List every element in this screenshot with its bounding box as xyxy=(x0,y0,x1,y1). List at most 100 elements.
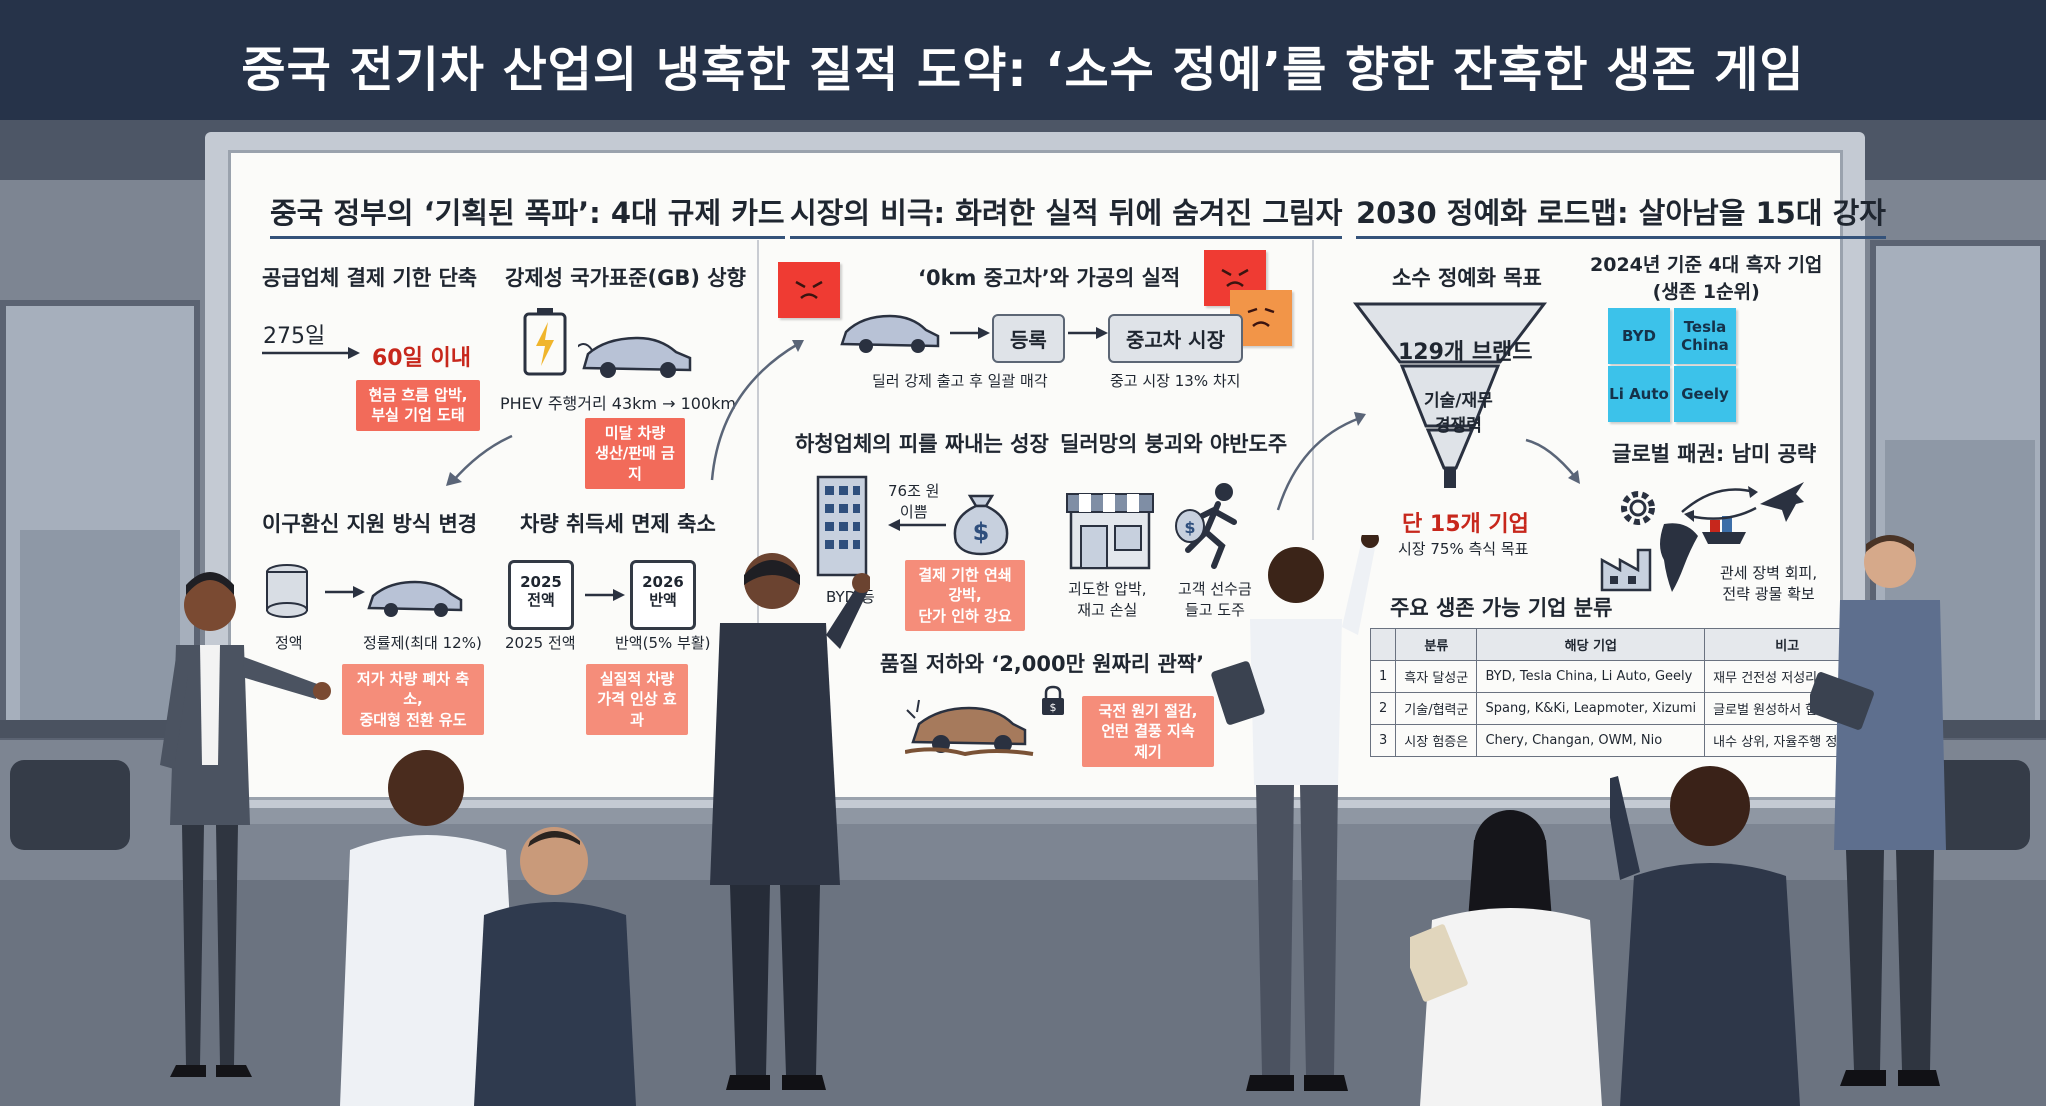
payment-from: 275일 xyxy=(263,324,326,349)
svg-text:$: $ xyxy=(973,518,990,546)
funnel-mid-line1: 기술/재무 xyxy=(1424,391,1493,411)
zero-km-caption-right: 중고 시장 13% 차지 xyxy=(1110,372,1241,390)
left-skyline xyxy=(20,530,180,730)
gb-note-line1: 미달 차량 xyxy=(604,424,666,442)
calendar-2025-label: 전액 xyxy=(527,591,555,609)
subsidy-arrow xyxy=(325,586,365,598)
calendar-2026: 2026 반액 xyxy=(630,560,696,630)
factory-icon xyxy=(1600,548,1652,592)
tax-arrow xyxy=(585,589,625,601)
funnel-icon xyxy=(1352,302,1548,488)
gb-title: 강제성 국가표준(GB) 상향 xyxy=(505,266,746,290)
table-cell: 기술/협력군 xyxy=(1395,692,1478,725)
lock-icon: $ xyxy=(1042,685,1064,715)
right-section-title: 2030 정예화 로드맵: 살아남을 15대 강자 xyxy=(1356,190,1886,239)
south-america-map-icon xyxy=(1660,523,1698,592)
dealer-caption-right-line1: 고객 선수금 xyxy=(1178,580,1252,598)
subsidy-right-label: 정률제(최대 12%) xyxy=(363,634,482,652)
global-title: 글로벌 패권: 남미 공략 xyxy=(1612,442,1817,466)
table-row: 3 시장 험증은 Chery, Changan, OWM, Nio 내수 상위,… xyxy=(1369,724,1871,757)
table-cell: 시장 험증은 xyxy=(1395,724,1478,757)
divider-right xyxy=(1312,240,1314,540)
table-header-row: 분류 해당 기업 비고 xyxy=(1369,628,1871,661)
curved-arrow-global xyxy=(1525,438,1580,484)
tax-left-label: 2025 전액 xyxy=(505,634,576,652)
subcontract-note: 결제 기한 연쇄 강박, 단가 인하 강요 xyxy=(905,560,1025,631)
payment-to: 60일 이내 xyxy=(372,346,471,371)
angry-face-icon-2 xyxy=(1221,268,1249,287)
sedan-icon xyxy=(367,580,463,617)
zero-km-arrow-2 xyxy=(1068,327,1108,339)
tax-note-line1: 실질적 차량 xyxy=(599,670,675,688)
calendar-2026-label: 반액 xyxy=(649,591,677,609)
quality-title: 품질 저하와 ‘2,000만 원짜리 관짝’ xyxy=(880,652,1205,676)
subsidy-title: 이구환신 지원 방식 변경 xyxy=(262,512,478,536)
curved-arrow-right xyxy=(1276,412,1366,511)
subsidy-note-line1: 저가 차량 폐차 축소, xyxy=(356,670,470,709)
dealer-caption-left-line1: 괴도한 압박, xyxy=(1068,580,1147,598)
subcontract-amount-line1: 76조 원 xyxy=(888,482,940,500)
funnel-result: 단 15개 기업 xyxy=(1402,512,1529,537)
sticky-byd: BYD xyxy=(1608,308,1670,364)
table-header-companies: 해당 기업 xyxy=(1476,628,1706,661)
writing-man-figure xyxy=(1211,535,1379,1091)
calendar-2025: 2025 전액 xyxy=(508,560,574,630)
subsidy-note: 저가 차량 폐차 축소, 중대형 전환 유도 xyxy=(342,664,484,735)
funnel-caption: 시장 75% 측식 목표 xyxy=(1398,540,1529,558)
tax-right-label: 반액(5% 부활) xyxy=(615,634,711,652)
table-row: 1 흑자 달성군 BYD, Tesla China, Li Auto, Geel… xyxy=(1369,660,1871,693)
sticky-tesla-china: Tesla China xyxy=(1674,308,1736,364)
payment-note-line1: 현금 흐름 압박, xyxy=(368,386,468,404)
funnel-mid-label: 기술/재무 경쟁력 xyxy=(1424,386,1493,436)
table-header-category: 분류 xyxy=(1395,628,1478,661)
angry-face-icon xyxy=(795,280,823,299)
subcontract-title: 하청업체의 피를 짜내는 성장 xyxy=(795,432,1049,456)
global-caption: 관세 장벽 회피, 전략 광물 확보 xyxy=(1720,562,1817,604)
quality-note-line2: 언런 결풍 지속 제기 xyxy=(1101,722,1195,761)
coins-icon xyxy=(266,564,308,618)
quality-note-line1: 국전 원기 절감, xyxy=(1098,702,1198,720)
funnel-mid-line2: 경쟁력 xyxy=(1434,416,1482,436)
subsidy-left-label: 정액 xyxy=(275,634,303,652)
calendar-2025-year: 2025 xyxy=(520,573,562,591)
dealer-car-icon xyxy=(840,314,940,353)
tablet-man-figure xyxy=(1810,535,1946,1086)
trade-arrows-icon xyxy=(1681,486,1758,522)
subsidy-note-line2: 중대형 전환 유도 xyxy=(359,710,467,729)
global-caption-line2: 전략 광물 확보 xyxy=(1722,585,1815,603)
angry-sticky-left xyxy=(778,262,840,318)
payment-note-line2: 부실 기업 도태 xyxy=(371,406,465,425)
calendar-2026-year: 2026 xyxy=(642,573,684,591)
payment-arrow xyxy=(262,347,360,359)
subcontract-amount-line2: 이쁨 xyxy=(899,503,928,521)
tax-title: 차량 취득세 면제 축소 xyxy=(520,512,716,536)
subcontract-arrow xyxy=(888,519,946,531)
curved-arrow-left xyxy=(446,434,513,486)
funnel-top-label: 129개 브랜드 xyxy=(1398,340,1533,365)
audience-man-left-figure xyxy=(340,750,520,1106)
table-cell: Spang, K&Ki, Leapmoter, Xizumi xyxy=(1476,692,1706,725)
subcontract-note-line1: 결제 기한 연쇄 강박, xyxy=(918,566,1012,605)
table-cell: 1 xyxy=(1369,660,1397,693)
top4-title-line1: 2024년 기준 4대 흑자 기업 xyxy=(1590,254,1823,276)
presenter-man-center-figure xyxy=(710,553,870,1090)
curved-arrow-middle xyxy=(710,340,804,481)
payment-title: 공급업체 결제 기한 단축 xyxy=(262,266,478,290)
office-building-icon xyxy=(816,475,868,577)
dealer-title: 딜러망의 붕괴와 야반도주 xyxy=(1060,432,1288,456)
divider-left xyxy=(757,240,759,710)
gb-note-line2: 생산/판매 금지 xyxy=(595,444,675,483)
dealer-caption-left-line2: 재고 손실 xyxy=(1077,601,1138,619)
middle-section-title: 시장의 비극: 화려한 실적 뒤에 숨겨진 그림자 xyxy=(790,190,1343,239)
registration-box: 등록 xyxy=(992,314,1065,363)
wrecked-car-icon xyxy=(905,699,1034,757)
audience-man-glasses-figure xyxy=(474,827,636,1106)
quality-note: 국전 원기 절감, 언런 결풍 지속 제기 xyxy=(1082,696,1214,767)
dealer-caption-left: 괴도한 압박, 재고 손실 xyxy=(1068,578,1147,620)
payment-note: 현금 흐름 압박, 부실 기업 도태 xyxy=(356,380,480,431)
dealer-caption-right: 고객 선수금 들고 도주 xyxy=(1178,578,1252,620)
goal-title: 소수 정예화 목표 xyxy=(1392,266,1542,290)
table-cell: BYD, Tesla China, Li Auto, Geely xyxy=(1476,660,1706,693)
survival-table: 분류 해당 기업 비고 1 흑자 달성군 BYD, Tesla China, L… xyxy=(1369,628,1871,757)
sticky-geely: Geely xyxy=(1674,366,1736,422)
